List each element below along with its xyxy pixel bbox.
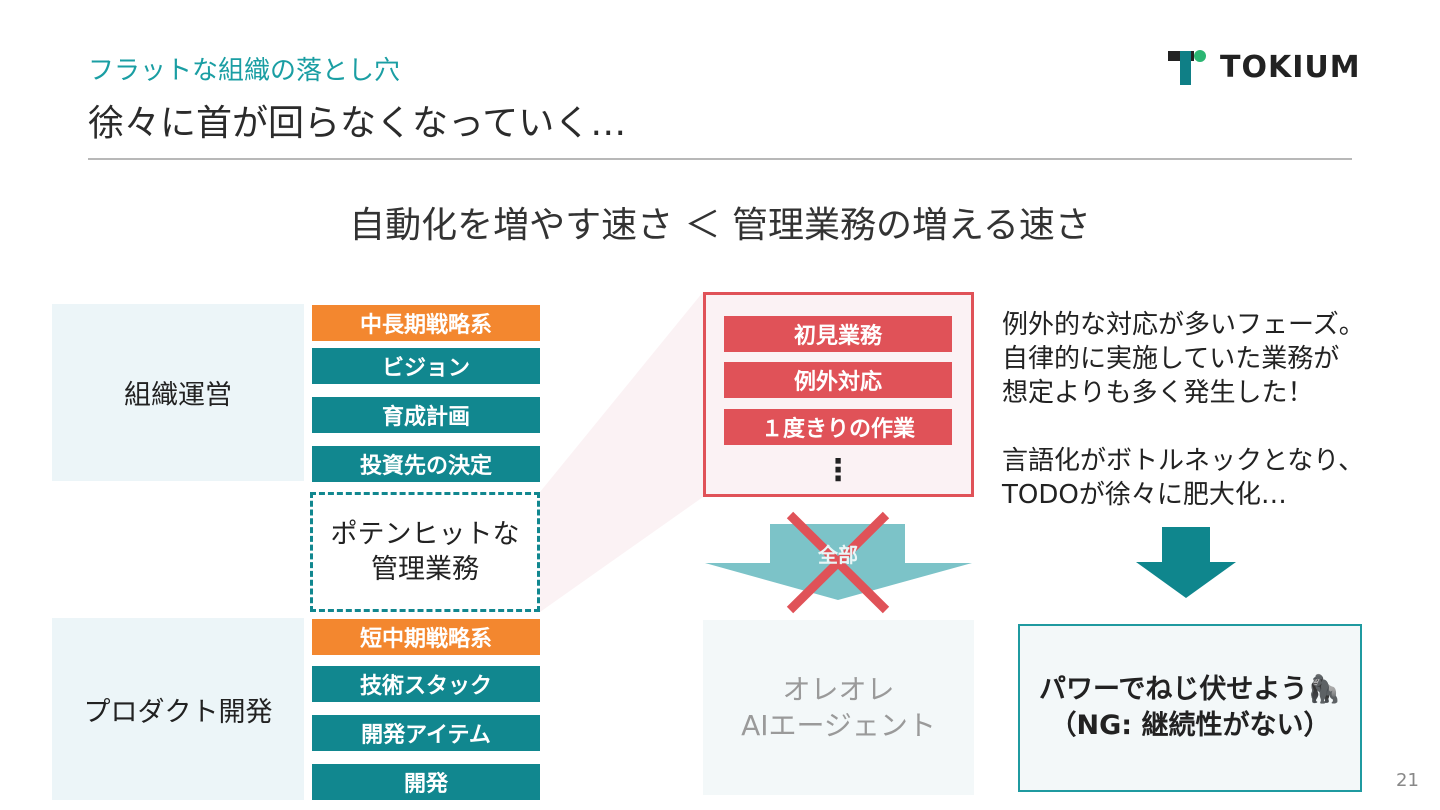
tag-development: 開発 <box>312 764 540 800</box>
group-org-label: 組織運営 <box>124 380 232 411</box>
result-box: パワーでねじ伏せよう🦍 （NG: 継続性がない） <box>1018 624 1362 792</box>
note-line: 想定よりも多く発生した！ <box>1002 378 1314 408</box>
tag-training-plan: 育成計画 <box>312 397 540 433</box>
page-number: 21 <box>1396 770 1419 791</box>
group-product: プロダクト開発 <box>52 618 304 800</box>
down-arrow-right <box>1136 527 1236 598</box>
slide-subtitle: フラットな組織の落とし穴 <box>88 56 401 86</box>
agent-box: オレオレ AIエージェント <box>703 620 974 795</box>
group-product-label: プロダクト開発 <box>83 696 273 728</box>
explanation-text: 例外的な対応が多いフェーズ。 自律的に実施していた業務が 想定よりも多く発生した… <box>1002 308 1422 512</box>
detail-ellipsis: ⋮ <box>823 452 853 488</box>
potential-line-2: 管理業務 <box>371 554 479 585</box>
note-line: 例外的な対応が多いフェーズ。 <box>1002 310 1365 340</box>
tokium-logo-icon <box>1168 50 1206 85</box>
note-line: 自律的に実施していた業務が <box>1002 344 1340 374</box>
slide-title: 徐々に首が回らなくなっていく… <box>88 103 627 144</box>
result-line-2: （NG: 継続性がない） <box>1049 710 1331 741</box>
cross-line-b <box>786 511 890 614</box>
agent-line-1: オレオレ <box>782 672 895 706</box>
zoom-funnel <box>540 292 703 612</box>
potential-task-box: ポテンヒットな 管理業務 <box>310 492 540 612</box>
result-line-1: パワーでねじ伏せよう🦍 <box>1039 674 1341 705</box>
note-line: TODOが徐々に肥大化… <box>1002 480 1287 510</box>
tag-vision: ビジョン <box>312 348 540 384</box>
group-org: 組織運営 <box>52 304 304 481</box>
detail-item-first-time: 初見業務 <box>724 316 952 352</box>
note-line: 言語化がボトルネックとなり、 <box>1002 446 1365 476</box>
header-divider <box>88 158 1352 160</box>
logo-wordmark: TOKIUM <box>1220 50 1361 85</box>
arrow-label: 全部 <box>818 542 858 567</box>
tag-tech-stack: 技術スタック <box>312 666 540 702</box>
tag-investment: 投資先の決定 <box>312 446 540 482</box>
detail-item-exception: 例外対応 <box>724 362 952 398</box>
agent-line-2: AIエージェント <box>741 708 936 742</box>
tag-mid-long-strategy: 中長期戦略系 <box>312 305 540 341</box>
potential-line-1: ポテンヒットな <box>330 519 520 550</box>
tag-short-mid-strategy: 短中期戦略系 <box>312 619 540 655</box>
headline: 自動化を増やす速さ ＜ 管理業務の増える速さ <box>349 205 1091 246</box>
detail-item-one-off: １度きりの作業 <box>724 409 952 445</box>
tag-dev-items: 開発アイテム <box>312 715 540 751</box>
